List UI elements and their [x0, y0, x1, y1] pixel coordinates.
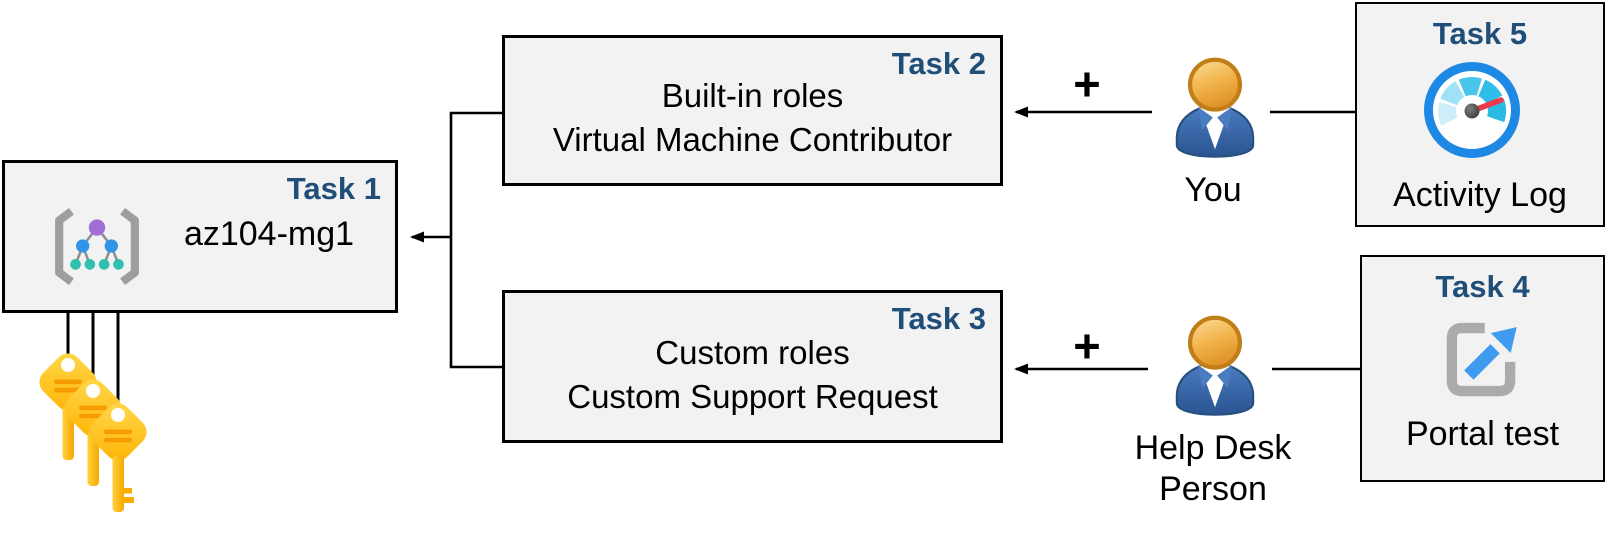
- helpdesk-label-line1: Help Desk: [1134, 429, 1292, 467]
- task4-box: Task 4 Portal test: [1360, 255, 1605, 482]
- gauge-icon: [1424, 62, 1520, 158]
- task3-line1: Custom roles: [655, 334, 850, 371]
- plus-icon-top: +: [1073, 57, 1101, 110]
- helpdesk-label: Help Desk Person: [1110, 428, 1316, 510]
- task4-caption: Portal test: [1405, 415, 1560, 453]
- task3-line2: Custom Support Request: [567, 378, 938, 415]
- task2-line1: Built-in roles: [661, 77, 844, 114]
- task1-box: Task 1 az104-mg1: [2, 160, 398, 313]
- plus-icon-bottom: +: [1073, 319, 1101, 372]
- external-link-icon: [1446, 322, 1517, 397]
- bracket-connector: [449, 111, 503, 369]
- task5-caption: Activity Log: [1393, 176, 1567, 214]
- task2-box: Task 2 Built-in roles Virtual Machine Co…: [502, 35, 1003, 186]
- task2-label: Task 2: [891, 46, 986, 81]
- management-group-name: az104-mg1: [183, 215, 355, 253]
- task5-label: Task 5: [1432, 16, 1528, 51]
- task5-box: Task 5 Activity Log: [1355, 2, 1605, 227]
- task3-label: Task 3: [891, 301, 986, 336]
- helpdesk-label-line2: Person: [1159, 470, 1267, 508]
- task4-label: Task 4: [1435, 269, 1530, 304]
- task3-box: Task 3 Custom roles Custom Support Reque…: [502, 290, 1003, 443]
- management-group-icon: [55, 207, 139, 286]
- you-label: You: [1184, 171, 1242, 209]
- task1-label: Task 1: [286, 171, 381, 206]
- you-person-icon: [1175, 57, 1255, 158]
- keys-icon: [39, 353, 147, 512]
- key-icon: [89, 403, 147, 512]
- helpdesk-person-icon: [1175, 315, 1255, 416]
- task2-line2: Virtual Machine Contributor: [552, 121, 953, 158]
